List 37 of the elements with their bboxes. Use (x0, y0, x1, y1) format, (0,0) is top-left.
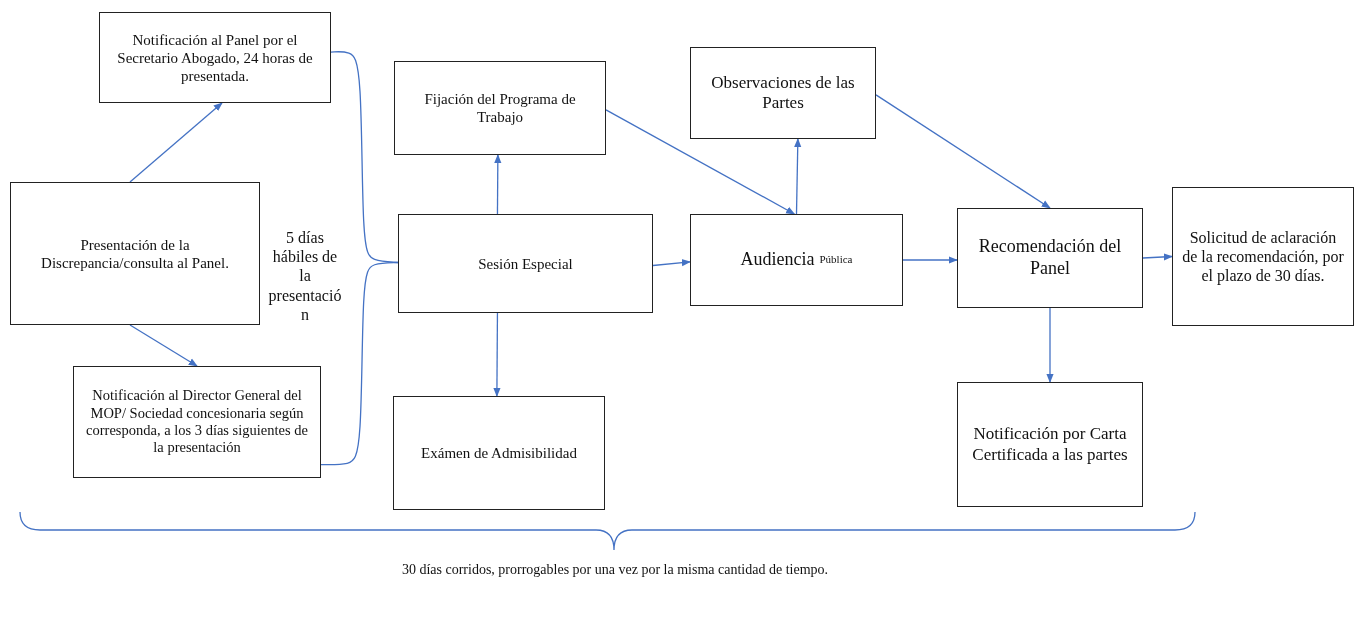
process-box (73, 366, 321, 478)
node-text: Recomendación del Panel (977, 236, 1123, 280)
caption-note: 30 días corridos, prorrogables por una vez por la misma cantidad de tiempo. (400, 562, 830, 579)
process-box (957, 382, 1143, 507)
process-box (398, 214, 653, 313)
process-box (10, 182, 260, 325)
arrow (605, 109, 796, 215)
process-box (99, 12, 331, 103)
arrow (902, 256, 958, 264)
node-text: Solicitud de aclaración de la recomendación, por el plazo de 30 días. (1181, 227, 1345, 286)
arrow (129, 324, 198, 367)
process-box (393, 396, 605, 510)
node-text: Exámen de Admisibilidad (421, 444, 577, 462)
node-text: Fijación del Programa de Trabajo (423, 90, 577, 126)
node-text: Notificación por Carta Certificada a las partes (971, 424, 1129, 465)
process-box (394, 61, 606, 155)
process-box (690, 214, 903, 306)
node-text: Observaciones de las Partes (710, 72, 856, 114)
arrow (652, 259, 691, 267)
arrow (129, 102, 223, 183)
node-text: Presentación de la Discrepancia/consulta al Panel. (40, 235, 230, 272)
node-text: Pública (819, 253, 853, 267)
process-box (957, 208, 1143, 308)
arrow (1046, 307, 1054, 383)
node-text: Notificación al Director General del MOP/ Sociedad concesionaria según corresponda, a los 3 días siguientes de la presentación (85, 387, 309, 457)
process-box (1172, 187, 1354, 326)
arrow (494, 154, 502, 215)
node-text: Sesión Especial (478, 254, 573, 273)
arrow (493, 312, 501, 397)
arrow (794, 138, 802, 215)
arrow (1142, 253, 1173, 261)
process-box (690, 47, 876, 139)
connector-line (320, 261, 399, 466)
node-text: Notificación al Panel por el Secretario Abogado, 24 horas de presentada. (116, 30, 314, 85)
arrow (875, 94, 1051, 209)
duration-note: 5 días hábiles de la presentación (267, 228, 343, 324)
node-text: Audiencia (740, 249, 815, 271)
